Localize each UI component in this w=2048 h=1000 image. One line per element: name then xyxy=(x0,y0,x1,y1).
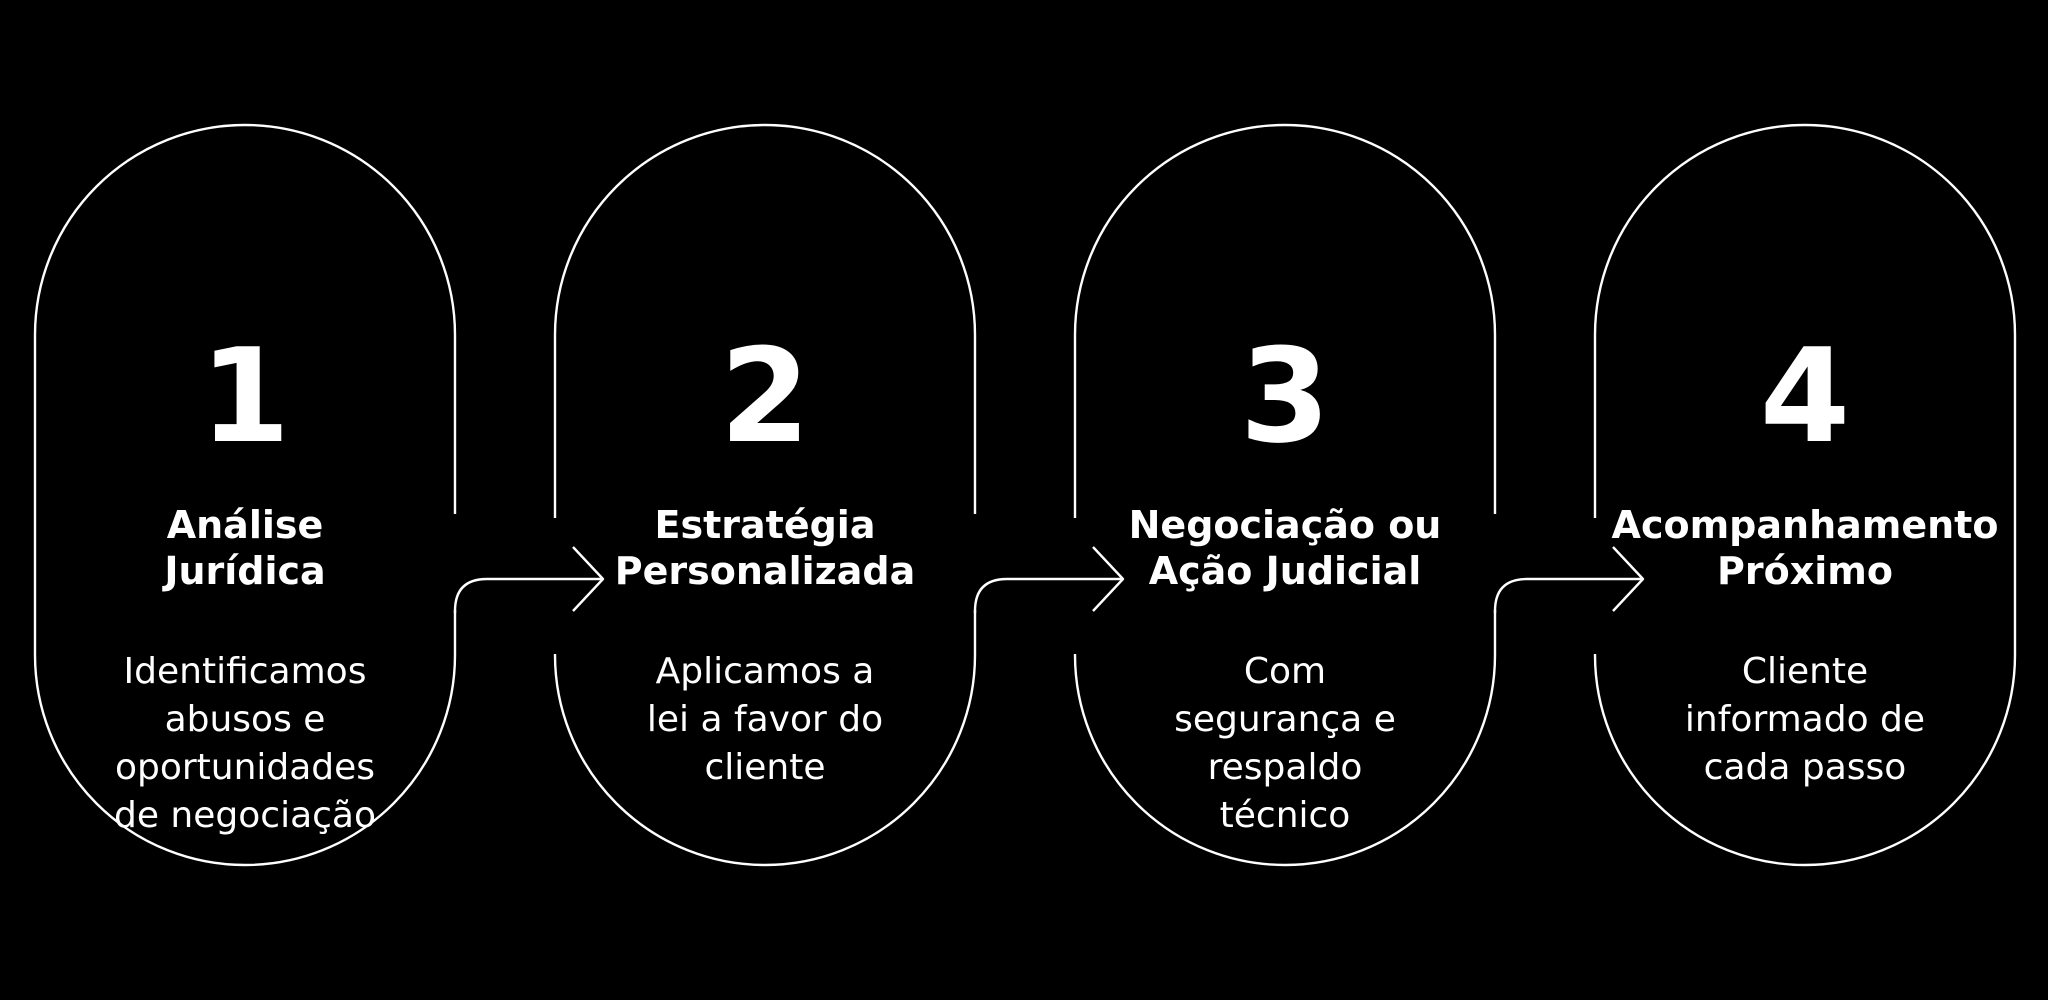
step-2-outline xyxy=(553,123,977,867)
step-number: 2 xyxy=(719,320,811,472)
step-title: Análise Jurídica xyxy=(164,503,326,593)
connector-arrow-2 xyxy=(973,546,1125,613)
step-1-outline xyxy=(33,123,457,867)
step-4: 4 Acompanhamento Próximo Cliente informa… xyxy=(1595,125,2015,865)
step-description: Cliente informado de cada passo xyxy=(1684,651,1926,788)
step-number: 4 xyxy=(1759,320,1851,472)
step-number: 3 xyxy=(1239,320,1331,472)
step-4-outline xyxy=(1593,123,2017,867)
step-1: 1 Análise Jurídica Identificamos abusos … xyxy=(35,125,455,865)
step-description: Aplicamos a lei a favor do cliente xyxy=(646,651,884,788)
border-gap-mask xyxy=(971,514,979,610)
arrow-head-icon xyxy=(1092,546,1125,612)
arrow-head-icon xyxy=(1612,546,1645,612)
border-gap-mask xyxy=(451,514,459,610)
step-3: 3 Negociação ou Ação Judicial Com segura… xyxy=(1075,125,1495,865)
step-3-outline xyxy=(1073,123,1497,867)
arrow-shaft xyxy=(453,577,603,613)
border-gap-mask xyxy=(551,518,559,654)
step-description: Identificamos abusos e oportunidades de … xyxy=(113,651,377,836)
border-gap-mask xyxy=(1071,518,1079,654)
arrow-shaft xyxy=(1493,577,1643,613)
step-title: Estratégia Personalizada xyxy=(614,503,916,593)
step-2: 2 Estratégia Personalizada Aplicamos a l… xyxy=(555,125,975,865)
arrow-head-icon xyxy=(572,546,605,612)
arrow-shaft xyxy=(973,577,1123,613)
border-gap-mask xyxy=(1591,518,1599,654)
step-number: 1 xyxy=(199,320,291,472)
step-title: Acompanhamento Próximo xyxy=(1611,503,1999,593)
connector-arrow-3 xyxy=(1493,546,1645,613)
border-gap-mask xyxy=(1491,514,1499,610)
step-description: Com segurança e respaldo técnico xyxy=(1174,651,1396,836)
step-title: Negociação ou Ação Judicial xyxy=(1128,503,1442,593)
connector-arrow-1 xyxy=(453,546,605,613)
